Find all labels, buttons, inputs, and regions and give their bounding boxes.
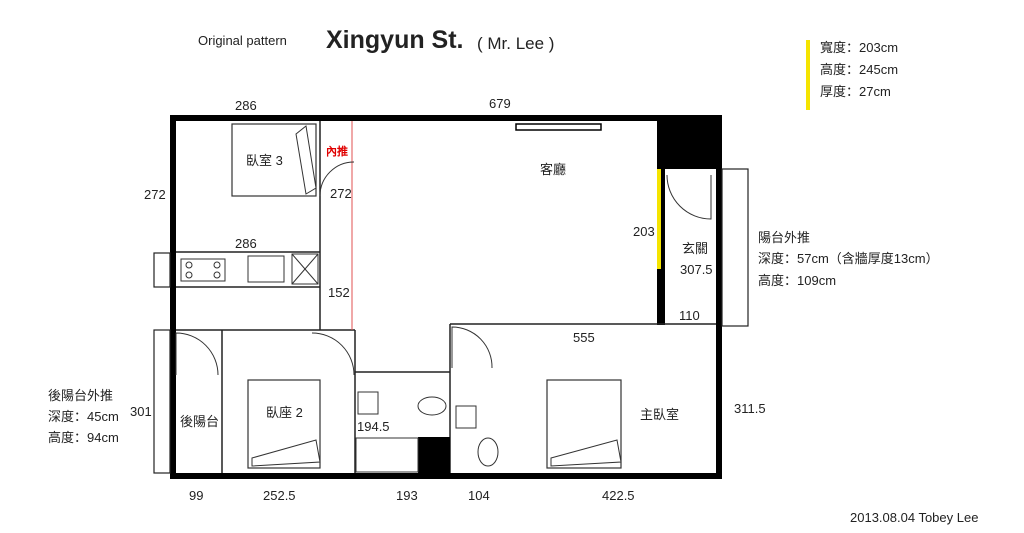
- bed-bedroom3: [231, 123, 317, 197]
- kitchen-window-box: [153, 252, 171, 288]
- room-bedroom2: 臥座 2: [266, 405, 303, 420]
- entry-door-marker: [657, 169, 661, 269]
- dim-entry-110: 110: [679, 308, 700, 323]
- kitchen-counter: [180, 253, 319, 285]
- room-master: 主臥室: [640, 407, 680, 422]
- dim-mid-555: 555: [573, 330, 595, 345]
- dim-top-left: 286: [235, 98, 257, 113]
- room-bedroom3: 臥室 3: [246, 153, 283, 168]
- balcony-back-depth: 深度：45cm: [48, 409, 119, 424]
- bed-master: [546, 379, 622, 469]
- balcony-back-height: 高度：94cm: [48, 430, 119, 445]
- outer-walls: [170, 115, 722, 479]
- bed2-blanket: [251, 439, 321, 467]
- spec-marker: [806, 40, 810, 110]
- front-balcony-box: [721, 168, 749, 327]
- dim-bot-193: 193: [396, 488, 418, 503]
- room-entry: 玄關: [682, 241, 709, 256]
- bathtub: [355, 437, 419, 473]
- subtitle: Original pattern: [198, 33, 287, 48]
- dim-entry-203: 203: [633, 224, 655, 239]
- dim-kitchen-286: 286: [235, 236, 257, 251]
- wall-right: [716, 115, 722, 477]
- dim-left-272: 272: [144, 187, 166, 202]
- dim-bot-104: 104: [468, 488, 490, 503]
- page-title: Xingyun St.: [326, 26, 464, 54]
- door-arc-entry: [666, 174, 712, 220]
- dim-mid-152: 152: [328, 285, 350, 300]
- footer-credit: 2013.08.04 Tobey Lee: [850, 510, 979, 525]
- balcony-back-title: 後陽台外推: [48, 388, 114, 403]
- door-height: 高度：245cm: [820, 62, 899, 77]
- dim-bot-99: 99: [189, 488, 204, 503]
- door-arc-bath2: [451, 326, 493, 369]
- room-back-balcony: 後陽台: [180, 414, 220, 429]
- living-window: [515, 123, 602, 131]
- wall-top: [170, 115, 722, 121]
- door-thickness: 厚度：27cm: [820, 84, 891, 99]
- bath-toilet: [417, 396, 447, 416]
- wall-left: [170, 115, 176, 479]
- dim-bot-422: 422.5: [602, 488, 635, 503]
- door-arc-back-balcony: [175, 332, 219, 376]
- dim-bot-252: 252.5: [263, 488, 296, 503]
- bath2-toilet: [477, 437, 499, 467]
- wall-bottom: [170, 473, 722, 479]
- dim-right-311: 311.5: [734, 401, 766, 416]
- balcony-front-depth: 深度：57cm（含牆厚度13cm）: [758, 251, 939, 266]
- structural-column: [657, 121, 716, 169]
- interior-walls: [176, 121, 716, 473]
- bath-wall-block: [418, 437, 450, 473]
- dim-top-right: 679: [489, 96, 511, 111]
- dim-left-301: 301: [130, 404, 152, 419]
- dim-mid-272: 272: [330, 186, 352, 201]
- dim-entry-307: 307.5: [680, 262, 713, 277]
- push-in-note: 內推: [326, 146, 348, 158]
- room-living: 客廳: [540, 162, 567, 177]
- bed-bedroom2: [247, 379, 321, 469]
- dim-bath-194: 194.5: [357, 419, 390, 434]
- door-arc-bedroom2: [311, 332, 355, 376]
- door-width: 寬度：203cm: [820, 40, 899, 55]
- bath-sink: [357, 391, 379, 415]
- master-blanket: [550, 439, 622, 467]
- owner-label: ( Mr. Lee ): [477, 34, 555, 53]
- balcony-front-title: 陽台外推: [758, 230, 811, 245]
- back-balcony-box: [153, 329, 171, 474]
- balcony-front-height: 高度：109cm: [758, 273, 837, 288]
- door-arc-bedroom3: [319, 161, 355, 197]
- bed3-blanket: [295, 125, 317, 195]
- bath2-sink: [455, 405, 477, 429]
